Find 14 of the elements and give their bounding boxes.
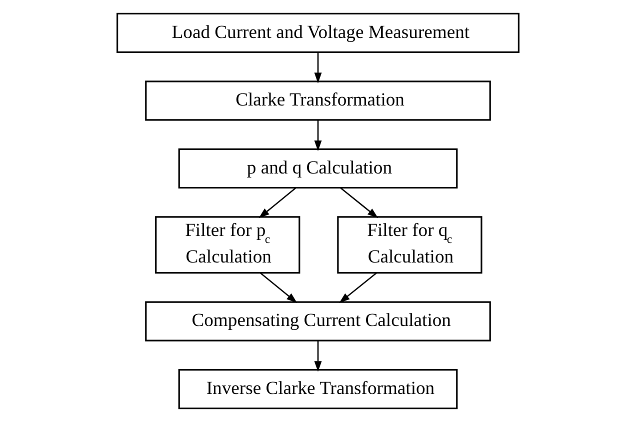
node-box: Filter for q$_{c}$ Calculation (336, 216, 482, 274)
node-box: Inverse Clarke Transformation (178, 369, 458, 410)
node-box: Compensating Current Calculation (144, 301, 490, 342)
arrow (258, 188, 296, 218)
arrow (338, 272, 377, 303)
arrow (314, 120, 322, 152)
node-box: p and q Calculation (178, 148, 458, 189)
arrow (259, 272, 297, 303)
arrow (314, 52, 322, 84)
node-box: Load Current and Voltage Measurement (116, 12, 519, 53)
node-box: Filter for p$_{c}$ Calculation (154, 216, 300, 274)
arrow (314, 340, 322, 372)
node-box: Clarke Transformation (144, 80, 490, 121)
arrow (340, 188, 378, 218)
